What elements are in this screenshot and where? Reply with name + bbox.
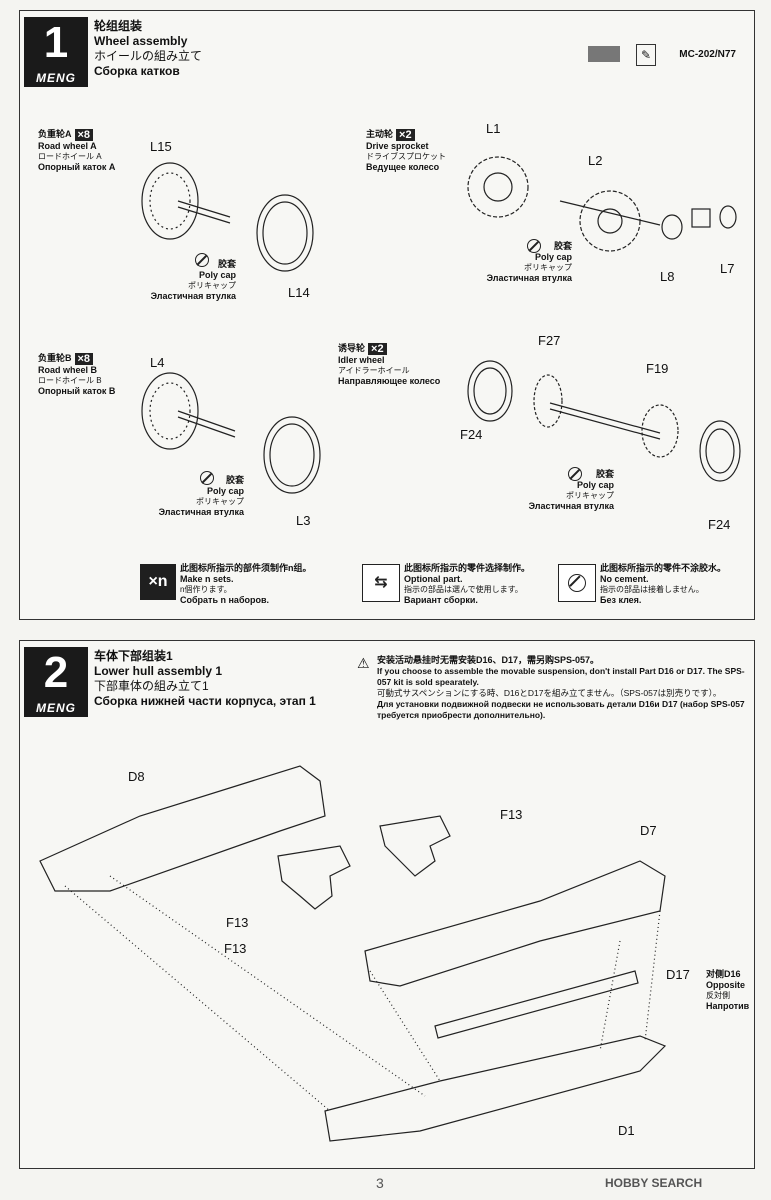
idler-wheel-label: 诱导轮×2 Idler wheel アイドラーホイール Направляющее…: [338, 343, 441, 386]
title-ru: Сборка нижней части корпуса, этап 1: [94, 694, 316, 708]
paint-swatch: [588, 46, 620, 62]
step1-panel: 1 MENG 轮组组装 Wheel assembly ホイールの組み立て Сбо…: [19, 10, 755, 620]
part-label: L7: [720, 261, 735, 276]
part-label: F19: [646, 361, 669, 376]
brush-icon: ✎: [636, 44, 656, 66]
part-label: L4: [150, 355, 165, 370]
part-label: F24: [708, 517, 731, 532]
part-label: F13: [500, 807, 523, 822]
part-label: D17: [666, 967, 690, 982]
part-label: F24: [460, 427, 483, 442]
part-label: F27: [538, 333, 561, 348]
no-cement-legend-icon: [558, 564, 596, 602]
legend-make-n-sets: 此图标所指示的部件须制作n组。Make n sets. n個作ります。Собра…: [180, 563, 312, 605]
legend-optional-part: 此图标所指示的零件选择制作。Optional part. 指示の部品は選んで使用…: [404, 563, 531, 605]
part-label: D1: [618, 1123, 635, 1138]
title-en: Wheel assembly: [94, 34, 188, 48]
road-wheel-b-label: 负重轮B×8 Road wheel B ロードホイール B Опорный ка…: [38, 353, 116, 396]
drive-sprocket-label: 主动轮×2 Drive sprocket ドライブスプロケット Ведущее …: [366, 129, 446, 172]
title-jp: ホイールの組み立て: [94, 49, 203, 63]
part-label: F13: [226, 915, 249, 930]
step-number: 1: [43, 18, 69, 67]
brand-logo: MENG: [36, 71, 76, 85]
no-cement-icon: [200, 471, 214, 485]
road-wheel-a-label: 负重轮A×8 Road wheel A ロードホイール A Опорный ка…: [38, 129, 116, 172]
warning-icon: ⚠: [357, 655, 370, 671]
part-label: D8: [128, 769, 145, 784]
make-n-sets-icon: ×n: [140, 564, 176, 600]
title-jp: 下部車体の組み立て1: [94, 679, 209, 693]
title-ru: Сборка катков: [94, 64, 180, 78]
title-cn: 轮组组装: [94, 19, 143, 33]
part-label: L14: [288, 285, 310, 300]
part-label: D7: [640, 823, 657, 838]
part-label: L2: [588, 153, 603, 168]
title-en: Lower hull assembly 1: [94, 664, 223, 678]
watermark: HOBBY SEARCH: [605, 1176, 703, 1190]
legend-no-cement: 此图标所指示的零件不涂胶水。No cement. 指示の部品は接着しません。Бе…: [600, 563, 727, 605]
brand-logo: MENG: [36, 701, 76, 715]
optional-part-icon: ⇆: [362, 564, 400, 602]
no-cement-icon: [195, 253, 209, 267]
part-label: L15: [150, 139, 172, 154]
step-title: 车体下部组装1 Lower hull assembly 1 下部車体の組み立て1…: [94, 649, 316, 709]
paint-code: MC-202/N77: [679, 49, 736, 60]
page-number: 3: [376, 1175, 384, 1191]
step-number-badge: 1 MENG: [24, 17, 88, 87]
part-label: L3: [296, 513, 311, 528]
part-label: F13: [224, 941, 247, 956]
step-title: 轮组组装 Wheel assembly ホイールの組み立て Сборка кат…: [94, 19, 202, 79]
no-cement-icon: [568, 467, 582, 481]
title-cn: 车体下部组装1: [94, 649, 173, 663]
assembly-note: 安装活动悬挂时无需安装D16、D17，需另购SPS-057。 If you ch…: [377, 655, 745, 720]
step-number: 2: [43, 648, 69, 697]
hull-diagram: [39, 765, 667, 1142]
wheel-diagrams: [141, 156, 741, 494]
no-cement-icon: [527, 239, 541, 253]
step-number-badge: 2 MENG: [24, 647, 88, 717]
part-label: L8: [660, 269, 675, 284]
step2-panel: 2 MENG 车体下部组装1 Lower hull assembly 1 下部車…: [19, 640, 755, 1169]
part-label: L1: [486, 121, 501, 136]
